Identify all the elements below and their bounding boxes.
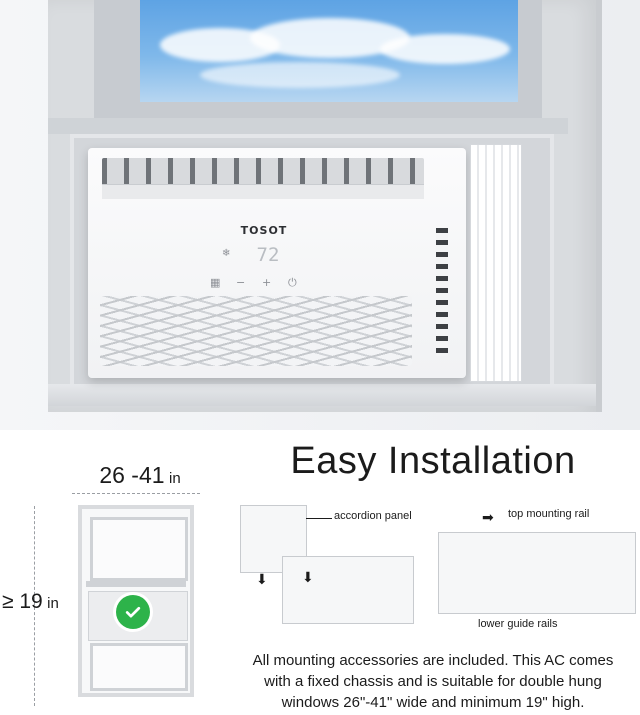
arrow-right-icon: ➡ <box>482 510 494 526</box>
width-unit: in <box>168 470 181 487</box>
check-circle-icon <box>116 595 150 629</box>
description-line-3: windows 26"-41" wide and minimum 19" hig… <box>281 694 585 711</box>
temperature-display: 72 <box>256 244 280 266</box>
accordion-side-panel <box>470 144 522 382</box>
illustration-rail <box>86 581 186 587</box>
window-glass-sky <box>140 0 518 102</box>
brand-logo: TOSOT <box>240 224 288 237</box>
window-illustration <box>78 505 194 697</box>
plus-icon: + <box>262 276 272 289</box>
top-mounting-rail-label: top mounting rail <box>508 508 590 520</box>
illustration-bottom-sash <box>90 643 188 691</box>
mode-icon: ▦ <box>210 276 221 289</box>
height-value: ≥ 19 <box>2 590 43 613</box>
accordion-panel-label: accordion panel <box>334 510 412 522</box>
air-conditioner-unit: TOSOT ❄ 72 ▦ − + ⏻ <box>88 148 466 378</box>
snowflake-icon: ❄ <box>222 248 231 259</box>
description-line-2: with a fixed chassis and is suitable for… <box>264 673 602 690</box>
window-sill <box>48 384 596 406</box>
height-dimension: ≥ 19 in <box>2 590 59 614</box>
installation-description: All mounting accessories are included. T… <box>226 650 640 713</box>
front-grille <box>100 296 412 366</box>
hero-product-photo: TOSOT ❄ 72 ▦ − + ⏻ <box>0 0 640 430</box>
description-line-1: All mounting accessories are included. T… <box>252 652 614 669</box>
height-dimension-line <box>34 506 35 706</box>
side-vent <box>436 228 448 356</box>
arrow-down-icon: ⬇ <box>256 572 268 588</box>
width-dimension: 26 -41 in <box>70 462 210 489</box>
width-value: 26 -41 <box>99 462 165 488</box>
air-louver <box>102 184 424 199</box>
page-title: Easy Installation <box>290 440 576 482</box>
arrow-down-icon-2: ⬇ <box>302 570 314 586</box>
illustration-top-sash <box>90 517 188 581</box>
lower-guide-rails-label: lower guide rails <box>478 618 558 630</box>
minus-icon: − <box>236 276 246 289</box>
power-icon: ⏻ <box>288 276 297 289</box>
width-dimension-line <box>72 493 200 494</box>
accordion-panel-leader <box>306 518 332 519</box>
ac-side-diagram <box>282 556 414 624</box>
ac-rails-diagram <box>438 532 636 614</box>
sash-rail <box>48 118 568 134</box>
height-unit: in <box>47 595 59 612</box>
